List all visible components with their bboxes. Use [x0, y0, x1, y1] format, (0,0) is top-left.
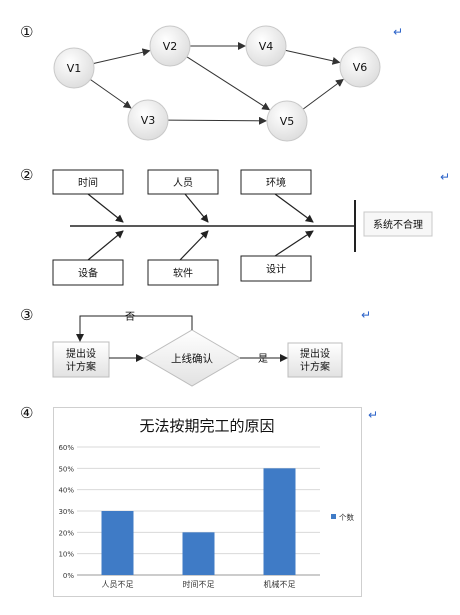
flow-end-label-line1: 提出设 — [300, 347, 330, 360]
bar-3 — [263, 468, 296, 575]
legend-swatch — [331, 514, 336, 519]
approval-flow: 提出设 计方案 上线确认 提出设 计方案 否 是 — [52, 311, 343, 387]
cause-box-bottom-1 — [52, 259, 124, 286]
x-tick-label: 时间不足 — [183, 579, 215, 589]
graph-node-label-v3: V3 — [141, 114, 156, 127]
flow-yes-label: 是 — [258, 353, 268, 365]
flow-start-label-line2: 计方案 — [66, 360, 96, 373]
graph-node-label-v5: V5 — [280, 115, 295, 128]
graph-node-v5 — [266, 100, 308, 142]
cause-box-top-2-label: 人员 — [173, 177, 193, 189]
flow-end-label-line2: 计方案 — [300, 360, 330, 373]
graph-node-label-v6: V6 — [353, 61, 368, 74]
graph-edge-v1-v3 — [90, 79, 132, 109]
cause-box-bottom-1-label: 设备 — [78, 267, 98, 280]
flow-arrow-no-loop — [76, 315, 193, 342]
graph-edge-v1-v2 — [93, 48, 151, 65]
section-marker-1: ① — [20, 23, 34, 41]
paragraph-return-icon: ↵ — [368, 408, 379, 422]
flow-start-box — [52, 341, 110, 378]
y-tick-label: 10% — [58, 551, 74, 559]
cause-box-top-3-label: 环境 — [266, 176, 286, 189]
cause-box-top-1-label: 时间 — [78, 176, 98, 189]
x-tick-label: 人员不足 — [102, 580, 134, 589]
flow-end-box — [287, 342, 343, 378]
flow-start-label-line1: 提出设 — [66, 347, 96, 360]
cause-box-top-1 — [52, 169, 124, 195]
y-tick-label: 60% — [58, 444, 74, 452]
y-tick-label: 30% — [58, 508, 74, 516]
graph-node-label-v2: V2 — [163, 40, 178, 53]
y-tick-label: 50% — [58, 465, 74, 473]
fishbone-bone-bottom-3 — [274, 230, 314, 257]
chart-title: 无法按期完工的原因 — [139, 417, 274, 435]
y-tick-label: 40% — [58, 487, 74, 495]
flow-no-label: 否 — [125, 311, 135, 323]
graph-node-v2 — [149, 25, 191, 67]
cause-box-top-3 — [240, 169, 312, 195]
fishbone-bone-top-1 — [87, 193, 124, 223]
fishbone-bone-bottom-1 — [87, 230, 124, 261]
effect-box-label: 系统不合理 — [373, 218, 423, 231]
cause-box-bottom-2 — [147, 259, 219, 286]
graph-node-label-v1: V1 — [67, 62, 82, 75]
paragraph-return-icon: ↵ — [361, 308, 372, 322]
paragraph-return-icon: ↵ — [393, 25, 404, 39]
paragraph-return-icon: ↵ — [440, 170, 451, 184]
graph-node-v6 — [339, 46, 381, 88]
cause-box-bottom-3-label: 设计 — [266, 263, 286, 276]
y-tick-label: 0% — [63, 572, 74, 580]
fishbone-bone-bottom-2 — [179, 230, 209, 261]
graph-node-label-v4: V4 — [259, 40, 274, 53]
y-tick-label: 20% — [58, 529, 74, 537]
bar-1 — [101, 511, 134, 575]
cause-box-bottom-2-label: 软件 — [173, 267, 193, 280]
legend-label: 个数 — [339, 512, 354, 522]
graph-edge-v5-v6 — [302, 78, 344, 110]
fishbone-bone-top-3 — [274, 193, 314, 223]
graph-edge-v4-v6 — [285, 49, 341, 65]
graph-node-v4 — [245, 25, 287, 67]
flow-decision-label: 上线确认 — [171, 352, 213, 365]
flow-decision-diamond — [143, 329, 241, 387]
cause-box-top-2 — [147, 169, 219, 195]
fishbone-bone-top-2 — [184, 193, 209, 223]
graph-node-v3 — [127, 99, 169, 141]
bar-2 — [182, 532, 215, 575]
graph-node-v1 — [53, 47, 95, 89]
effect-box — [363, 211, 433, 237]
section-marker-3: ③ — [20, 306, 34, 324]
graph-edge-v2-v5 — [186, 56, 271, 111]
section-marker-2: ② — [20, 166, 34, 184]
section-marker-4: ④ — [20, 404, 34, 422]
cause-box-bottom-3 — [240, 255, 312, 282]
x-tick-label: 机械不足 — [264, 579, 296, 589]
graph-edge-v3-v5 — [167, 116, 268, 125]
